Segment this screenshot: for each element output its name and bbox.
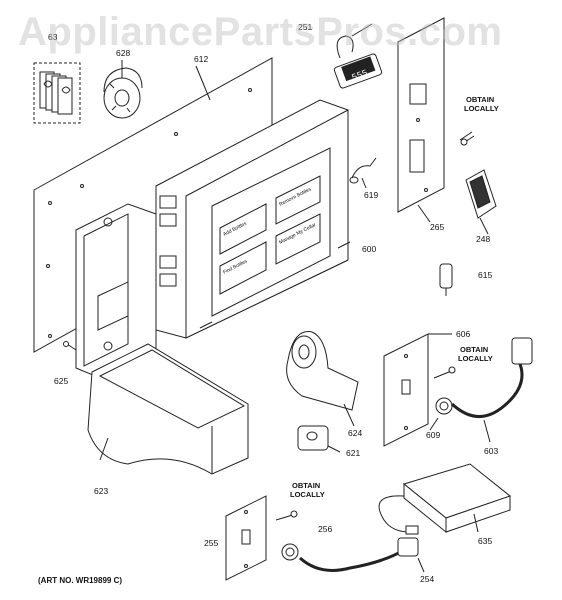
note-locally-top: LOCALLY (464, 104, 499, 113)
label-619: 619 (364, 190, 378, 200)
label-628: 628 (116, 48, 130, 58)
cable-part-603 (429, 337, 533, 443)
cap-part-621 (297, 425, 341, 453)
note-obtain-bottom: OBTAIN (292, 481, 320, 490)
label-254: 254 (420, 574, 434, 584)
label-623: 623 (94, 486, 108, 496)
label-256: 256 (318, 524, 332, 534)
watermark-text: AppliancePartsPros.com (18, 10, 503, 54)
label-635: 635 (478, 536, 492, 546)
connector-part-615 (439, 263, 453, 296)
tape-roll-part-628 (103, 60, 143, 119)
label-603: 603 (484, 446, 498, 456)
label-625: 625 (54, 376, 68, 386)
screw-top-right (459, 131, 475, 146)
display-housing-part-600 (155, 99, 351, 339)
label-251: 251 (298, 22, 312, 32)
rocker-switch-part-248 (465, 169, 497, 235)
screw-part-625 (63, 341, 77, 351)
label-621: 621 (346, 448, 360, 458)
faceplate-part-265 (397, 17, 445, 223)
screw-mid-right (433, 366, 456, 379)
wall-bracket (75, 203, 157, 379)
label-612: 612 (194, 54, 208, 64)
cable-part-254 (281, 537, 425, 573)
cards-part-63 (33, 62, 81, 124)
label-600: 600 (362, 244, 376, 254)
label-609: 609 (426, 430, 440, 440)
label-255: 255 (204, 538, 218, 548)
label-615: 615 (478, 270, 492, 280)
display-module-part-251 (333, 23, 383, 89)
label-606: 606 (456, 329, 470, 339)
screw-lower (275, 510, 298, 521)
router-part-635 (378, 463, 512, 535)
label-248: 248 (476, 234, 490, 244)
label-624: 624 (348, 428, 362, 438)
wallplate-part-255 (225, 495, 267, 581)
dispenser-part-624 (286, 331, 359, 427)
tray-part-623 (87, 343, 249, 475)
label-63: 63 (48, 32, 58, 42)
note-obtain-top: OBTAIN (466, 95, 494, 104)
note-locally-mid: LOCALLY (458, 354, 493, 363)
wallplate-part-606 (383, 333, 452, 447)
label-265: 265 (430, 222, 444, 232)
note-obtain-mid: OBTAIN (460, 345, 488, 354)
art-number: (ART NO. WR19899 C) (38, 576, 123, 585)
note-locally-bottom: LOCALLY (290, 490, 325, 499)
clip-part-619 (349, 157, 377, 189)
